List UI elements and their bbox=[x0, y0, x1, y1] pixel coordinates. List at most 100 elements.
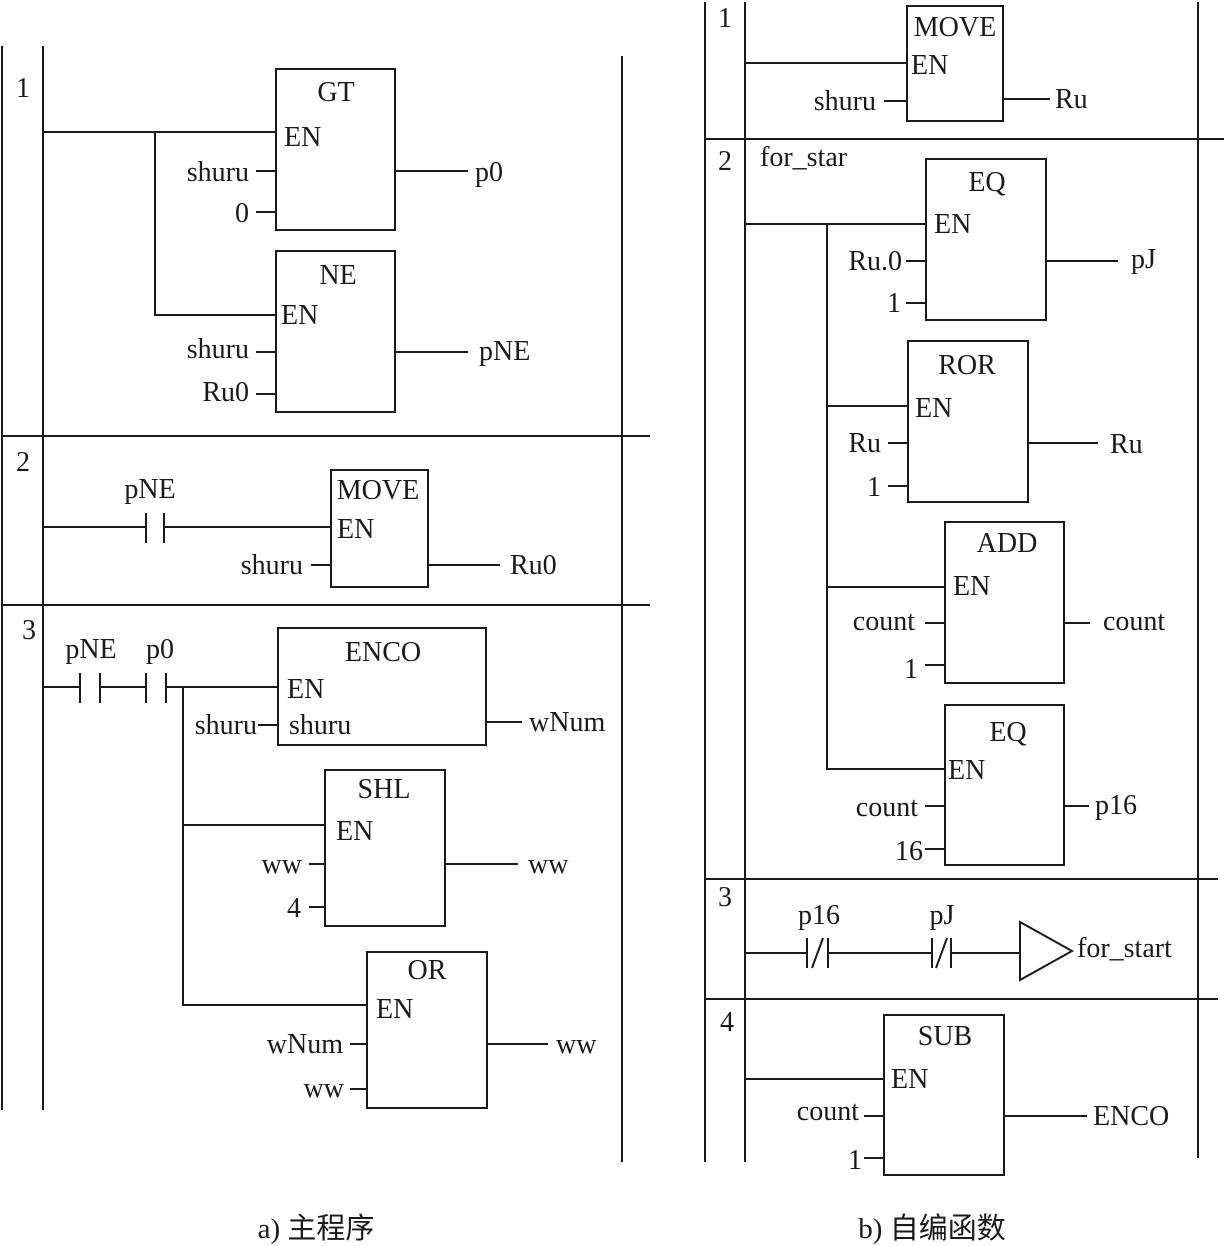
en-label: EN bbox=[891, 1064, 928, 1095]
output-label: Ru bbox=[1110, 429, 1143, 460]
en-label: EN bbox=[953, 571, 990, 602]
input-label: Ru bbox=[848, 428, 881, 459]
caption-a: a) 主程序 bbox=[258, 1212, 375, 1245]
input-label: shuru bbox=[814, 86, 876, 117]
input-label: 1 bbox=[867, 472, 881, 503]
block-name: GT bbox=[317, 77, 354, 108]
network-a2: 2 pNE MOVE EN shuru Ru0 bbox=[16, 447, 557, 588]
shl-block: SHL EN ww 4 ww bbox=[262, 769, 569, 927]
output-label: Ru0 bbox=[510, 550, 557, 581]
eq-block-2: EQ EN count 16 p16 bbox=[856, 704, 1137, 867]
network-b1: 1 MOVE EN shuru Ru bbox=[718, 3, 1088, 122]
input-label: count bbox=[856, 792, 918, 823]
input-label: 16 bbox=[895, 836, 923, 867]
output-label: wNum bbox=[529, 707, 605, 738]
network-number: 2 bbox=[718, 146, 732, 177]
input-label: 1 bbox=[848, 1145, 862, 1176]
input-label: ww bbox=[262, 849, 303, 880]
sub-block: SUB EN count 1 ENCO bbox=[797, 1014, 1169, 1176]
input-label: Ru0 bbox=[202, 377, 249, 408]
block-name: EQ bbox=[989, 717, 1026, 748]
contact-nc: pJ bbox=[930, 900, 955, 969]
diagram-a: 1 GT EN shuru 0 p0 NE EN shuru bbox=[1, 46, 650, 1245]
input-label: shuru bbox=[241, 550, 303, 581]
add-block: ADD EN count 1 count bbox=[853, 521, 1165, 685]
pin-label: shuru bbox=[289, 710, 351, 741]
enco-block: ENCO EN shuru shuru wNum bbox=[195, 627, 605, 746]
diagram-b: 1 MOVE EN shuru Ru 2 for_star EQ bbox=[704, 2, 1224, 1245]
output-label: p16 bbox=[1095, 790, 1137, 821]
contact-no: pNE bbox=[65, 634, 117, 703]
contact-label: pNE bbox=[65, 634, 116, 665]
network-number: 3 bbox=[22, 615, 36, 646]
en-label: EN bbox=[911, 50, 948, 81]
input-label: wNum bbox=[267, 1029, 343, 1060]
contact-no: p0 bbox=[145, 634, 174, 703]
en-label: EN bbox=[934, 209, 971, 240]
network-b3: 3 p16 pJ for_start bbox=[718, 882, 1172, 982]
en-label: EN bbox=[376, 994, 413, 1025]
input-label: 0 bbox=[235, 198, 249, 229]
block-name: MOVE bbox=[337, 475, 419, 506]
block-name: EQ bbox=[968, 167, 1005, 198]
network-number: 1 bbox=[718, 3, 732, 34]
input-label: count bbox=[797, 1096, 859, 1127]
output-label: ENCO bbox=[1093, 1101, 1169, 1132]
caption-b: b) 自编函数 bbox=[858, 1212, 1005, 1245]
en-label: EN bbox=[287, 674, 324, 705]
input-label: 4 bbox=[287, 893, 301, 924]
jump-label: for_start bbox=[1077, 933, 1172, 964]
output-label: ww bbox=[528, 849, 569, 880]
en-label: EN bbox=[336, 816, 373, 847]
input-label: shuru bbox=[187, 334, 249, 365]
contact-nc: p16 bbox=[798, 900, 840, 969]
move-block: MOVE EN shuru Ru bbox=[814, 5, 1088, 122]
network-number: 1 bbox=[16, 73, 30, 104]
network-b2: 2 for_star EQ EN Ru.0 1 pJ ROR EN bbox=[718, 142, 1165, 867]
output-label: Ru bbox=[1055, 84, 1088, 115]
jump-arrow-icon bbox=[1019, 920, 1075, 982]
block-name: MOVE bbox=[914, 12, 996, 43]
contact-label: pNE bbox=[124, 474, 175, 505]
en-label: EN bbox=[915, 393, 952, 424]
network-a3: 3 pNE p0 ENCO EN shuru shur bbox=[22, 615, 605, 1109]
network-b4: 4 SUB EN count 1 ENCO bbox=[720, 1007, 1169, 1176]
contact-no: pNE bbox=[124, 474, 176, 543]
move-block: MOVE EN shuru Ru0 bbox=[241, 469, 557, 588]
input-label: count bbox=[853, 606, 915, 637]
input-label: shuru bbox=[187, 157, 249, 188]
ror-block: ROR EN Ru 1 Ru bbox=[848, 340, 1143, 503]
network-label: for_star bbox=[760, 142, 848, 173]
input-label: 1 bbox=[887, 288, 901, 319]
network-number: 2 bbox=[16, 447, 30, 478]
input-label: 1 bbox=[904, 654, 918, 685]
block-name: ADD bbox=[977, 528, 1038, 559]
ne-block: NE EN shuru Ru0 pNE bbox=[187, 250, 530, 413]
branch-wire bbox=[154, 132, 276, 316]
output-label: ww bbox=[556, 1029, 597, 1060]
en-label: EN bbox=[948, 755, 985, 786]
contact-label: pJ bbox=[930, 900, 955, 931]
branch-wire bbox=[182, 687, 367, 1006]
eq-block-1: EQ EN Ru.0 1 pJ bbox=[848, 158, 1156, 321]
output-label: pJ bbox=[1131, 244, 1156, 275]
block-name: SUB bbox=[918, 1021, 972, 1052]
gt-block: GT EN shuru 0 p0 bbox=[187, 68, 503, 231]
network-a1: 1 GT EN shuru 0 p0 NE EN shuru bbox=[16, 68, 530, 413]
block-name: ROR bbox=[938, 350, 996, 381]
block-name: OR bbox=[408, 955, 447, 986]
block-name: NE bbox=[319, 260, 356, 291]
input-label: ww bbox=[304, 1073, 345, 1104]
en-label: EN bbox=[284, 122, 321, 153]
branch-wire bbox=[826, 224, 945, 770]
output-label: p0 bbox=[475, 157, 503, 188]
output-label: count bbox=[1103, 606, 1165, 637]
input-label: Ru.0 bbox=[848, 246, 902, 277]
contact-label: p16 bbox=[798, 900, 840, 931]
network-number: 4 bbox=[720, 1007, 734, 1038]
contact-label: p0 bbox=[146, 634, 174, 665]
en-label: EN bbox=[281, 300, 318, 331]
or-block: OR EN wNum ww ww bbox=[267, 951, 597, 1109]
block-name: SHL bbox=[358, 774, 411, 805]
